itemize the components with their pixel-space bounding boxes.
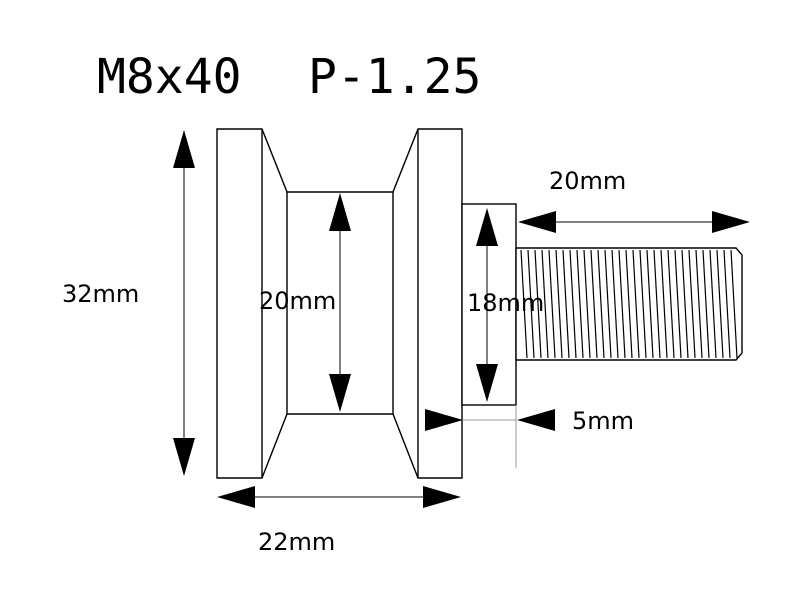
thread-line [702,249,710,359]
arrow-down [173,438,195,476]
thread-size-label: M8x40 [97,49,242,105]
thread-line [660,249,668,359]
arrow-down [476,364,498,402]
thread-line [583,249,591,359]
collar-diameter-dimension: 18mm [467,208,544,402]
thread-line [674,249,682,359]
groove-diameter-dimension: 20mm [259,193,351,412]
thread-line [646,249,654,359]
thread-line [639,249,647,359]
thread-line [709,249,717,359]
thread-line [555,249,563,359]
thread-line [653,249,661,359]
thread-line [625,249,633,359]
groove-diameter-label: 20mm [259,287,336,315]
overall-diameter-dimension: 32mm [62,130,195,476]
arrow-down [329,374,351,412]
overall-diameter-label: 32mm [62,280,139,308]
thread-line [604,249,612,359]
thread-line [576,249,584,359]
thread-line [597,249,605,359]
thread-line [723,249,731,359]
thread-line [611,249,619,359]
thread-length-dimension: 20mm [518,167,750,233]
thread-line [688,249,696,359]
thread-length-label: 20mm [549,167,626,195]
thread-line [520,249,528,359]
thread-line [590,249,598,359]
thread-line [730,249,738,359]
thread-line [541,249,549,359]
arrow-up [173,130,195,168]
arrow-right [423,486,461,508]
arrow-left [517,409,555,431]
arrow-left [217,486,255,508]
spool-width-dimension: 22mm [217,486,461,556]
thread-line [548,249,556,359]
thread-line [562,249,570,359]
thread-line [716,249,724,359]
pitch-label: P-1.25 [308,49,481,105]
arrow-left [518,211,556,233]
thread-lines [520,249,738,359]
threaded-stud [515,247,743,361]
thread-line [618,249,626,359]
thread-line [534,249,542,359]
arrow-up [476,208,498,246]
thread-line [667,249,675,359]
thread-line [695,249,703,359]
thread-line [632,249,640,359]
arrow-up [329,193,351,231]
collar-diameter-label: 18mm [467,289,544,317]
spool-width-label: 22mm [258,528,335,556]
thread-line [681,249,689,359]
thread-line [569,249,577,359]
collar-width-dimension: 5mm [425,407,634,435]
collar-width-label: 5mm [572,407,634,435]
arrow-right [712,211,750,233]
thread-line [527,249,535,359]
arrow-right [425,409,463,431]
